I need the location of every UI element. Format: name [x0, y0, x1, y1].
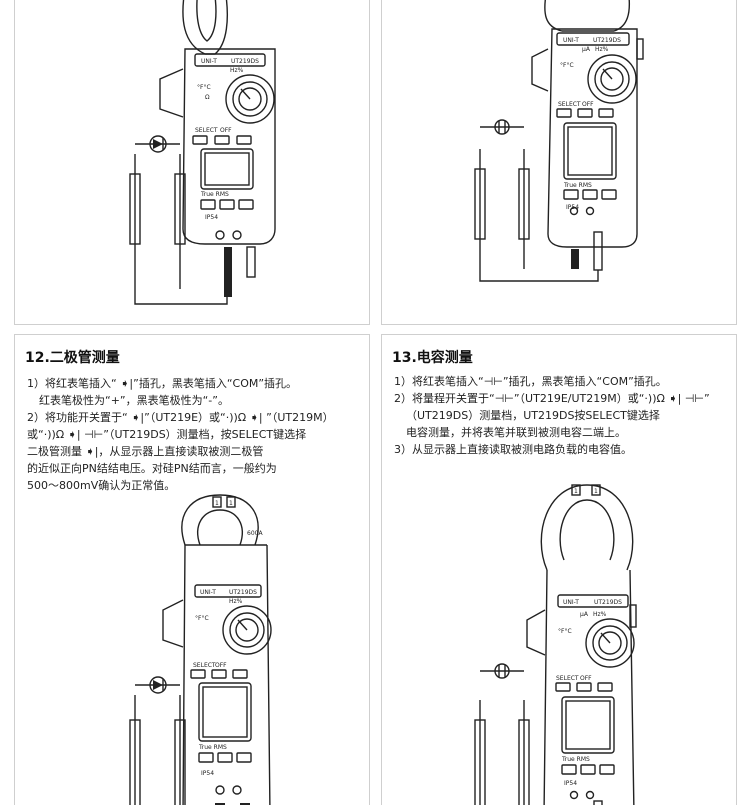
brand-label-2: UNI-T: [563, 37, 579, 44]
temp-label: °F°C: [197, 84, 211, 91]
off-label-2: OFF: [582, 101, 594, 108]
true-rms-label-2: True RMS: [563, 182, 592, 189]
section-title-diode: 12.二极管测量: [25, 350, 120, 366]
probe-left-3: [129, 695, 141, 805]
clamp-meter-capacitor-top: UNI-T UT219DS Hz% μA °F°C OFF SELECT Tru…: [474, 0, 644, 282]
off-label-4: OFF: [580, 675, 592, 682]
ohm-label: Ω: [205, 94, 210, 101]
ip-label-3: IP54: [201, 770, 214, 777]
probe-right-2: [518, 149, 530, 269]
true-rms-label-3: True RMS: [198, 744, 227, 751]
probe-right-3: [474, 700, 486, 805]
hz-label-4: Hz%: [593, 611, 607, 618]
hz-label-2: Hz%: [595, 46, 609, 53]
diode-step-line-6: 的近似正向PN结结电压。对硅PN结而言，一般约为: [27, 462, 277, 475]
hz-label: Hz%: [230, 67, 244, 74]
jaw-marker-4: 1: [594, 488, 598, 495]
range-badge: 600A: [247, 530, 263, 537]
panel-diode-measurement: 12.二极管测量 1）将红表笔插入“ ➧|”插孔，黑表笔插入“COM”插孔。 红…: [14, 334, 370, 805]
diode-step-line-3: 2）将功能开关置于“ ➧|”（UT219E）或“·))Ω ➧| ”（UT219M…: [27, 411, 334, 424]
brand-label-4: UNI-T: [563, 599, 579, 606]
true-rms-label: True RMS: [200, 191, 229, 198]
capacitor-step-line-1: 1）将红表笔插入“⊣⊢”插孔，黑表笔插入“COM”插孔。: [394, 375, 667, 388]
diode-steps: 1）将红表笔插入“ ➧|”插孔，黑表笔插入“COM”插孔。 红表笔极性为“+”，…: [27, 375, 334, 494]
temp-label-3: °F°C: [195, 615, 209, 622]
ua-label-4: μA: [580, 611, 589, 618]
off-label: OFF: [220, 127, 232, 134]
model-label-2: UT219DS: [593, 37, 621, 44]
select-label: SELECT: [195, 127, 218, 134]
diode-step-line-2: 红表笔极性为“+”，黑表笔极性为“-”。: [39, 394, 229, 407]
probe-left-2: [174, 154, 186, 289]
hz-label-3: Hz%: [229, 598, 243, 605]
jaw-marker-2: 1: [229, 500, 233, 507]
select-label-3: SELECT: [193, 662, 216, 669]
clamp-meter-diode-top: UNI-T UT219DS Hz% °F°C Ω OFF SELECT True…: [129, 0, 276, 305]
jaw-marker-1: 1: [215, 500, 219, 507]
probe-left-4: [174, 695, 186, 805]
select-label-2: SELECT: [558, 101, 581, 108]
panel-capacitor-illustration-top: UNI-T UT219DS Hz% μA °F°C OFF SELECT Tru…: [381, 0, 737, 325]
capacitor-step-line-3: （UT219DS）测量档，UT219DS按SELECT键选择: [406, 409, 660, 422]
model-label-4: UT219DS: [594, 599, 622, 606]
clamp-meter-capacitor: 1 1 UNI-T UT219DS Hz% μA °F°C OFF SELECT…: [474, 484, 637, 805]
temp-label-2: °F°C: [560, 62, 574, 69]
diode-step-line-5: 二极管测量 ➧|，从显示器上直接读取被测二极管: [27, 445, 264, 458]
true-rms-label-4: True RMS: [561, 756, 590, 763]
capacitor-steps: 1）将红表笔插入“⊣⊢”插孔，黑表笔插入“COM”插孔。 2）将量程开关置于“⊣…: [394, 373, 710, 458]
ip-label-4: IP54: [564, 780, 577, 787]
diode-step-line-7: 500～800mV确认为正常值。: [27, 479, 176, 492]
temp-label-4: °F°C: [558, 628, 572, 635]
ua-label-2: μA: [582, 46, 591, 53]
panel-capacitor-measurement: 13.电容测量 1）将红表笔插入“⊣⊢”插孔，黑表笔插入“COM”插孔。 2）将…: [381, 334, 737, 805]
capacitor-step-line-5: 3）从显示器上直接读取被测电路负载的电容值。: [394, 443, 632, 456]
brand-label-3: UNI-T: [200, 589, 216, 596]
brand-label: UNI-T: [201, 58, 217, 65]
clamp-meter-diode: 1 1 600A UNI-T UT219DS Hz% °F°C OFF SELE…: [129, 494, 272, 805]
jaw-marker-3: 1: [574, 488, 578, 495]
probe-right-1: [474, 149, 486, 269]
select-label-4: SELECT: [556, 675, 579, 682]
panel-diode-illustration-top: UNI-T UT219DS Hz% °F°C Ω OFF SELECT True…: [14, 0, 370, 325]
model-label: UT219DS: [231, 58, 259, 65]
section-title-capacitor: 13.电容测量: [392, 350, 473, 366]
model-label-3: UT219DS: [229, 589, 257, 596]
capacitor-step-line-2: 2）将量程开关置于“⊣⊢”（UT219E/UT219M）或“·))Ω ➧| ⊣⊢…: [394, 392, 710, 405]
off-label-3: OFF: [215, 662, 227, 669]
probe-right-4: [518, 700, 530, 805]
diode-step-line-4: 或“·))Ω ➧| ⊣⊢”（UT219DS）测量档，按SELECT键选择: [27, 428, 307, 441]
capacitor-step-line-4: 电容测量，并将表笔并联到被测电容二端上。: [406, 426, 626, 439]
ip-label: IP54: [205, 214, 218, 221]
probe-left-1: [129, 154, 141, 299]
diode-step-line-1: 1）将红表笔插入“ ➧|”插孔，黑表笔插入“COM”插孔。: [27, 377, 298, 390]
